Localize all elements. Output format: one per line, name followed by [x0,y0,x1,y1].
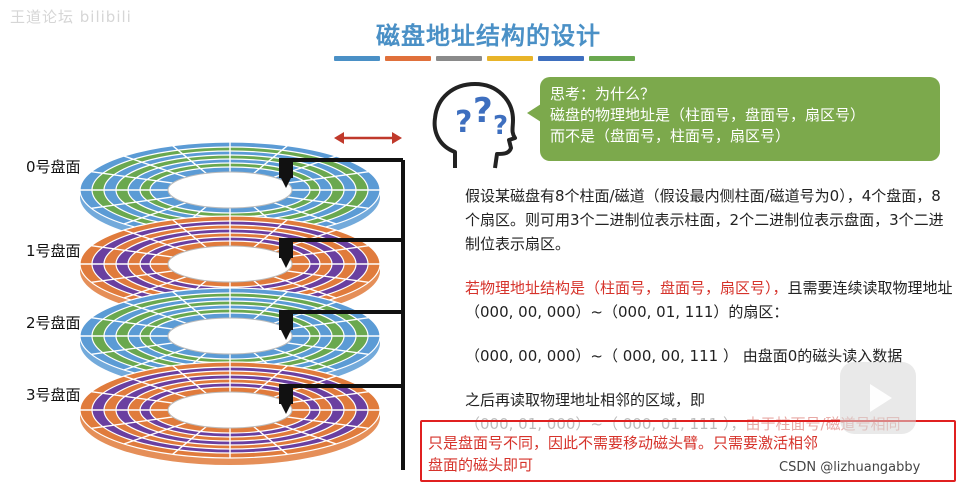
paragraph-assumption: 假设某磁盘有8个柱面/磁道（假设最内侧柱面/磁道号为0），4个盘面，8个扇区。则… [465,187,944,253]
platter-3-sector-line-5 [172,426,207,455]
platter-1-sector-line-13 [253,219,288,248]
platter-0-sector-line-2 [273,202,337,225]
highlight-box [420,420,956,482]
title-bar-5 [589,56,635,61]
read-head-tip-0 [281,178,291,188]
platter-0-sector-line-13 [253,145,288,174]
platter-3-sector-line-3 [253,426,288,455]
platter-3-sector-line-9 [91,390,173,404]
platter-2-spindle-hole [167,317,293,355]
svg-text:?: ? [473,91,493,131]
read-head-0 [279,158,293,178]
arrow-head-left [334,132,344,144]
title-bar-2 [436,56,482,61]
adjacent-range-text: （000, 01, 000）~（ 000, 01, 111 ）， [465,415,746,433]
thought-line-2: 磁盘的物理地址是（柱面号，盘面号，扇区号） [550,106,866,124]
platter-1-sector-line-11 [172,219,207,248]
platter-1-sector-line-2 [273,276,337,299]
platter-0-sector-line-9 [91,170,173,184]
bubble-tail [527,104,541,122]
read-head-tip-1 [281,258,291,268]
platter-1-sector-line-6 [123,276,187,299]
platter-3-sector-line-6 [123,422,187,445]
title-bar-4 [538,56,584,61]
thought-bubble: 思考：为什么？ 磁盘的物理地址是（柱面号，盘面号，扇区号） 而不是（盘面号，柱面… [540,77,940,161]
read-head-tip-2 [281,330,291,340]
title-bar-3 [487,56,533,61]
svg-text:?: ? [455,105,472,140]
platter-0-sector-line-11 [172,145,207,174]
arrow-head-right [392,132,402,144]
platter-0-sector-line-6 [123,202,187,225]
platter-2-sector-line-9 [91,316,173,330]
address-structure-highlight: 若物理地址结构是（柱面号，盘面号，扇区号）， [465,279,788,297]
platter-3-sector-line-11 [172,365,207,394]
platter-2-sector-line-2 [273,348,337,371]
platter-0-spindle-hole [167,171,293,209]
platter-2-sector-line-15 [287,316,369,330]
svg-text:?: ? [493,111,508,141]
title-color-bars [334,56,635,61]
disk-platter-diagram [79,132,405,470]
read-head-3 [279,384,293,404]
platter-2-sector-line-6 [123,348,187,371]
platter-2-sector-line-11 [172,291,207,320]
title-bar-0 [334,56,380,61]
platter-label-3: 3号盘面 [26,386,81,404]
platter-label-1: 1号盘面 [26,242,81,260]
platter-0-sector-line-7 [91,196,173,210]
read-head-1 [279,238,293,258]
read-head-tip-3 [281,404,291,414]
video-play-button[interactable] [840,362,916,434]
platter-label-2: 2号盘面 [26,314,81,332]
read-head-2 [279,310,293,330]
platter-3-sector-line-2 [273,422,337,445]
highlight-line-2: 盘面的磁头即可 [428,456,534,474]
watermark-top-left: 王道论坛 bilibili [10,8,132,26]
thought-line-3: 而不是（盘面号，柱面号，扇区号） [550,127,791,145]
platter-2-sector-line-10 [123,301,187,324]
platter-1-sector-line-15 [287,244,369,258]
platter-0-sector-line-15 [287,170,369,184]
platter-1-sector-line-7 [91,270,173,284]
platter-3-sector-line-15 [287,390,369,404]
title-bar-1 [385,56,431,61]
platter-2-sector-line-1 [287,342,369,356]
slide-title: 磁盘地址结构的设计 [376,22,601,50]
platter-3-sector-line-10 [123,375,187,398]
address-structure-rest: 且需要连续读取物理地址 （000, 00, 000）~（000, 01, 111… [465,279,953,321]
highlight-box-text: 只是盘面号不同，因此不需要移动磁头臂。只需要激活相邻 盘面的磁头即可 [428,432,948,476]
platter-0-sector-line-10 [123,155,187,178]
paragraph-read-platter-0: （000, 00, 000）~（ 000, 00, 111 ） 由盘面0的磁头读… [465,347,903,365]
platter-1-sector-line-10 [123,229,187,252]
platter-0-sector-line-1 [287,196,369,210]
platter-3-sector-line-13 [253,365,288,394]
play-icon [870,384,892,412]
thought-line-1: 思考：为什么？ [550,85,656,103]
platter-2-sector-line-13 [253,291,288,320]
platter-1-sector-line-1 [287,270,369,284]
platter-3-spindle-hole [167,391,293,429]
paragraph-next-read: 之后再读取物理地址相邻的区域，即 [465,391,706,409]
platter-label-0: 0号盘面 [26,158,81,176]
head-question-icon: ? ? ? [432,82,517,169]
watermark-bottom-right: CSDN @lizhuangabby [779,460,921,475]
platter-3-sector-line-7 [91,416,173,430]
explanation-text: 假设某磁盘有8个柱面/磁道（假设最内侧柱面/磁道号为0），4个盘面，8个扇区。则… [465,184,955,436]
platter-1-sector-line-9 [91,244,173,258]
highlight-line-1: 只是盘面号不同，因此不需要移动磁头臂。只需要激活相邻 [428,434,819,452]
paragraph-address-structure: 若物理地址结构是（柱面号，盘面号，扇区号），且需要连续读取物理地址 （000, … [465,276,955,324]
platter-2-sector-line-7 [91,342,173,356]
platter-3-sector-line-1 [287,416,369,430]
platter-1-spindle-hole [167,245,293,283]
